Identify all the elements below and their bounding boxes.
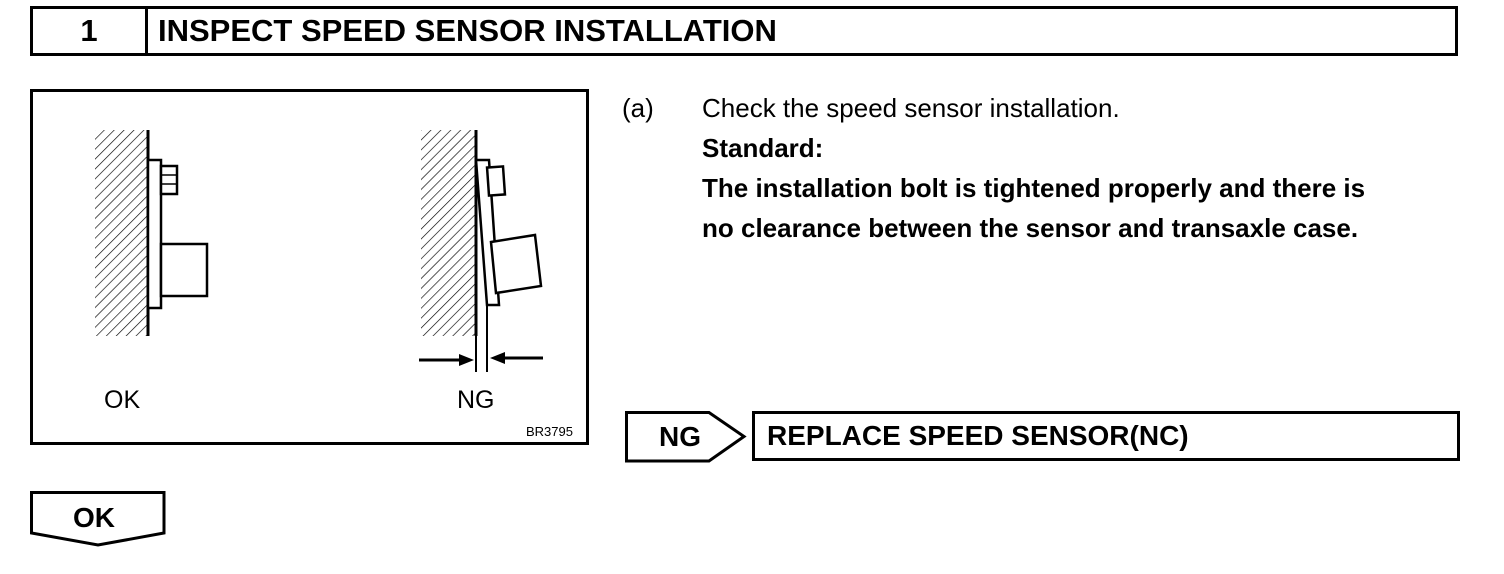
ng-diagram <box>419 130 543 372</box>
ng-tag-label: NG <box>659 421 701 452</box>
standard-label: Standard: <box>702 133 824 163</box>
ng-arrow-icon <box>625 411 747 463</box>
sensor-illustration: OK NG BR3795 <box>30 89 589 445</box>
standard-line-1: The installation bolt is tightened prope… <box>702 173 1366 203</box>
ok-sensor-body <box>159 242 209 298</box>
ok-tag: OK <box>30 491 166 552</box>
ng-sensor-body <box>489 233 543 295</box>
instruction-block: (a) Check the speed sensor installation.… <box>622 88 1482 248</box>
standard-line-2: no clearance between the sensor and tran… <box>702 213 1359 243</box>
ng-label: NG <box>457 386 495 414</box>
ok-case-hatch <box>95 130 147 336</box>
ng-action: REPLACE SPEED SENSOR(NC) <box>752 411 1460 461</box>
ok-arrow-icon <box>30 491 166 547</box>
ng-gap-arrow-left <box>419 354 474 366</box>
ng-bolt-icon <box>485 165 507 197</box>
ng-case-hatch <box>421 130 475 336</box>
figure-code: BR3795 <box>526 424 573 439</box>
ng-tag: NG <box>625 411 747 468</box>
sensor-diagram <box>95 130 543 372</box>
ng-gap-arrow-right <box>490 352 543 364</box>
ok-label: OK <box>104 386 141 414</box>
instruction-marker: (a) <box>622 93 654 123</box>
ok-diagram <box>95 130 209 336</box>
step-title: INSPECT SPEED SENSOR INSTALLATION <box>158 13 777 48</box>
step-header: 1 INSPECT SPEED SENSOR INSTALLATION <box>30 6 1458 56</box>
ok-sensor-flange <box>146 158 163 310</box>
instruction-text: Check the speed sensor installation. <box>702 93 1120 123</box>
step-number: 1 <box>33 9 148 53</box>
ok-bolt-icon <box>159 164 179 196</box>
ok-tag-label: OK <box>73 502 115 533</box>
